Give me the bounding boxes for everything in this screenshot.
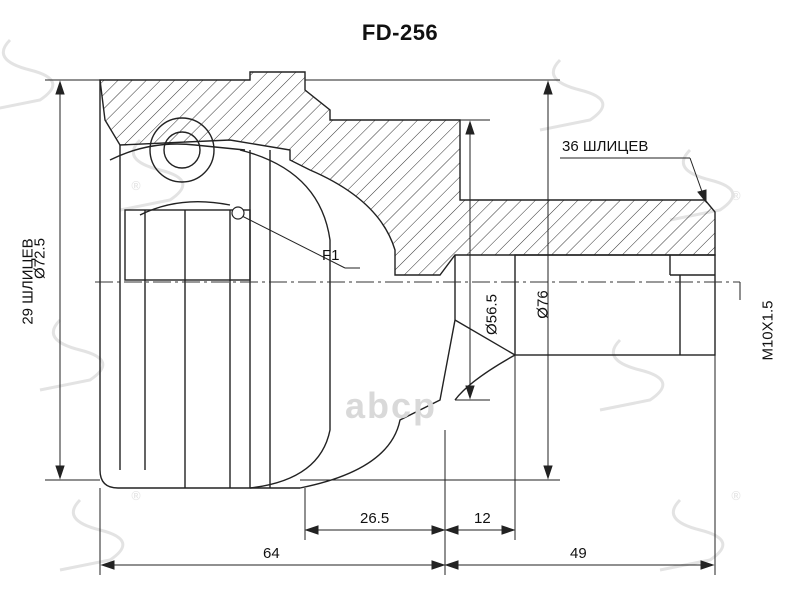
arrow-head [465, 385, 475, 400]
shaft-neck [454, 319, 516, 401]
cage [109, 143, 246, 161]
ball-bearing-inner [163, 131, 201, 169]
dim-64-label: 64 [263, 545, 280, 562]
cage [139, 201, 231, 216]
registered-mark: ® [730, 489, 742, 503]
arrow-head [543, 465, 553, 480]
inner-diameter-label: Ø72.5 [31, 238, 49, 279]
registered-mark: ® [130, 179, 142, 193]
f1-point [231, 206, 245, 220]
dim-12-label: 12 [474, 510, 491, 527]
dim-265-label: 26.5 [360, 510, 390, 527]
watermark-logo [539, 58, 605, 132]
diameter-565-label: Ø56.5 [483, 294, 501, 335]
diameter-76-label: Ø76 [534, 290, 552, 319]
watermark-logo [119, 138, 185, 212]
f1-label: F1 [322, 247, 340, 264]
leader-line-f1 [239, 214, 346, 269]
housing-section [99, 71, 716, 276]
arrow-head [100, 560, 115, 570]
inner-race [124, 209, 251, 281]
stub-shaft [514, 254, 716, 356]
part-number-title: FD-256 [361, 20, 439, 45]
arrow-head [304, 525, 319, 535]
thread-label: M10X1.5 [759, 300, 777, 361]
ball-bearing [149, 117, 215, 183]
watermark-center-logo: аbср [345, 385, 438, 426]
watermark-logo [599, 338, 665, 412]
arrow-head [700, 560, 715, 570]
watermark-logo [0, 38, 55, 110]
housing-outline [99, 80, 456, 489]
arrow-head [55, 80, 65, 95]
watermark-logo [669, 148, 735, 222]
watermark-logo [39, 318, 105, 392]
outer-bell [239, 149, 331, 489]
arrow-head [543, 80, 553, 95]
arrow-head [55, 465, 65, 480]
outer-splines-label: 36 ШЛИЦЕВ [562, 138, 649, 155]
arrow-head [465, 120, 475, 135]
arrow-head [444, 525, 459, 535]
arrow-head [697, 189, 707, 204]
registered-mark: ® [130, 489, 142, 503]
watermark-logo [659, 498, 725, 572]
registered-mark: ® [730, 189, 742, 203]
dim-49-label: 49 [570, 545, 587, 562]
arrow-head [431, 560, 446, 570]
arrow-head [431, 525, 446, 535]
arrow-head [501, 525, 516, 535]
arrow-head [444, 560, 459, 570]
